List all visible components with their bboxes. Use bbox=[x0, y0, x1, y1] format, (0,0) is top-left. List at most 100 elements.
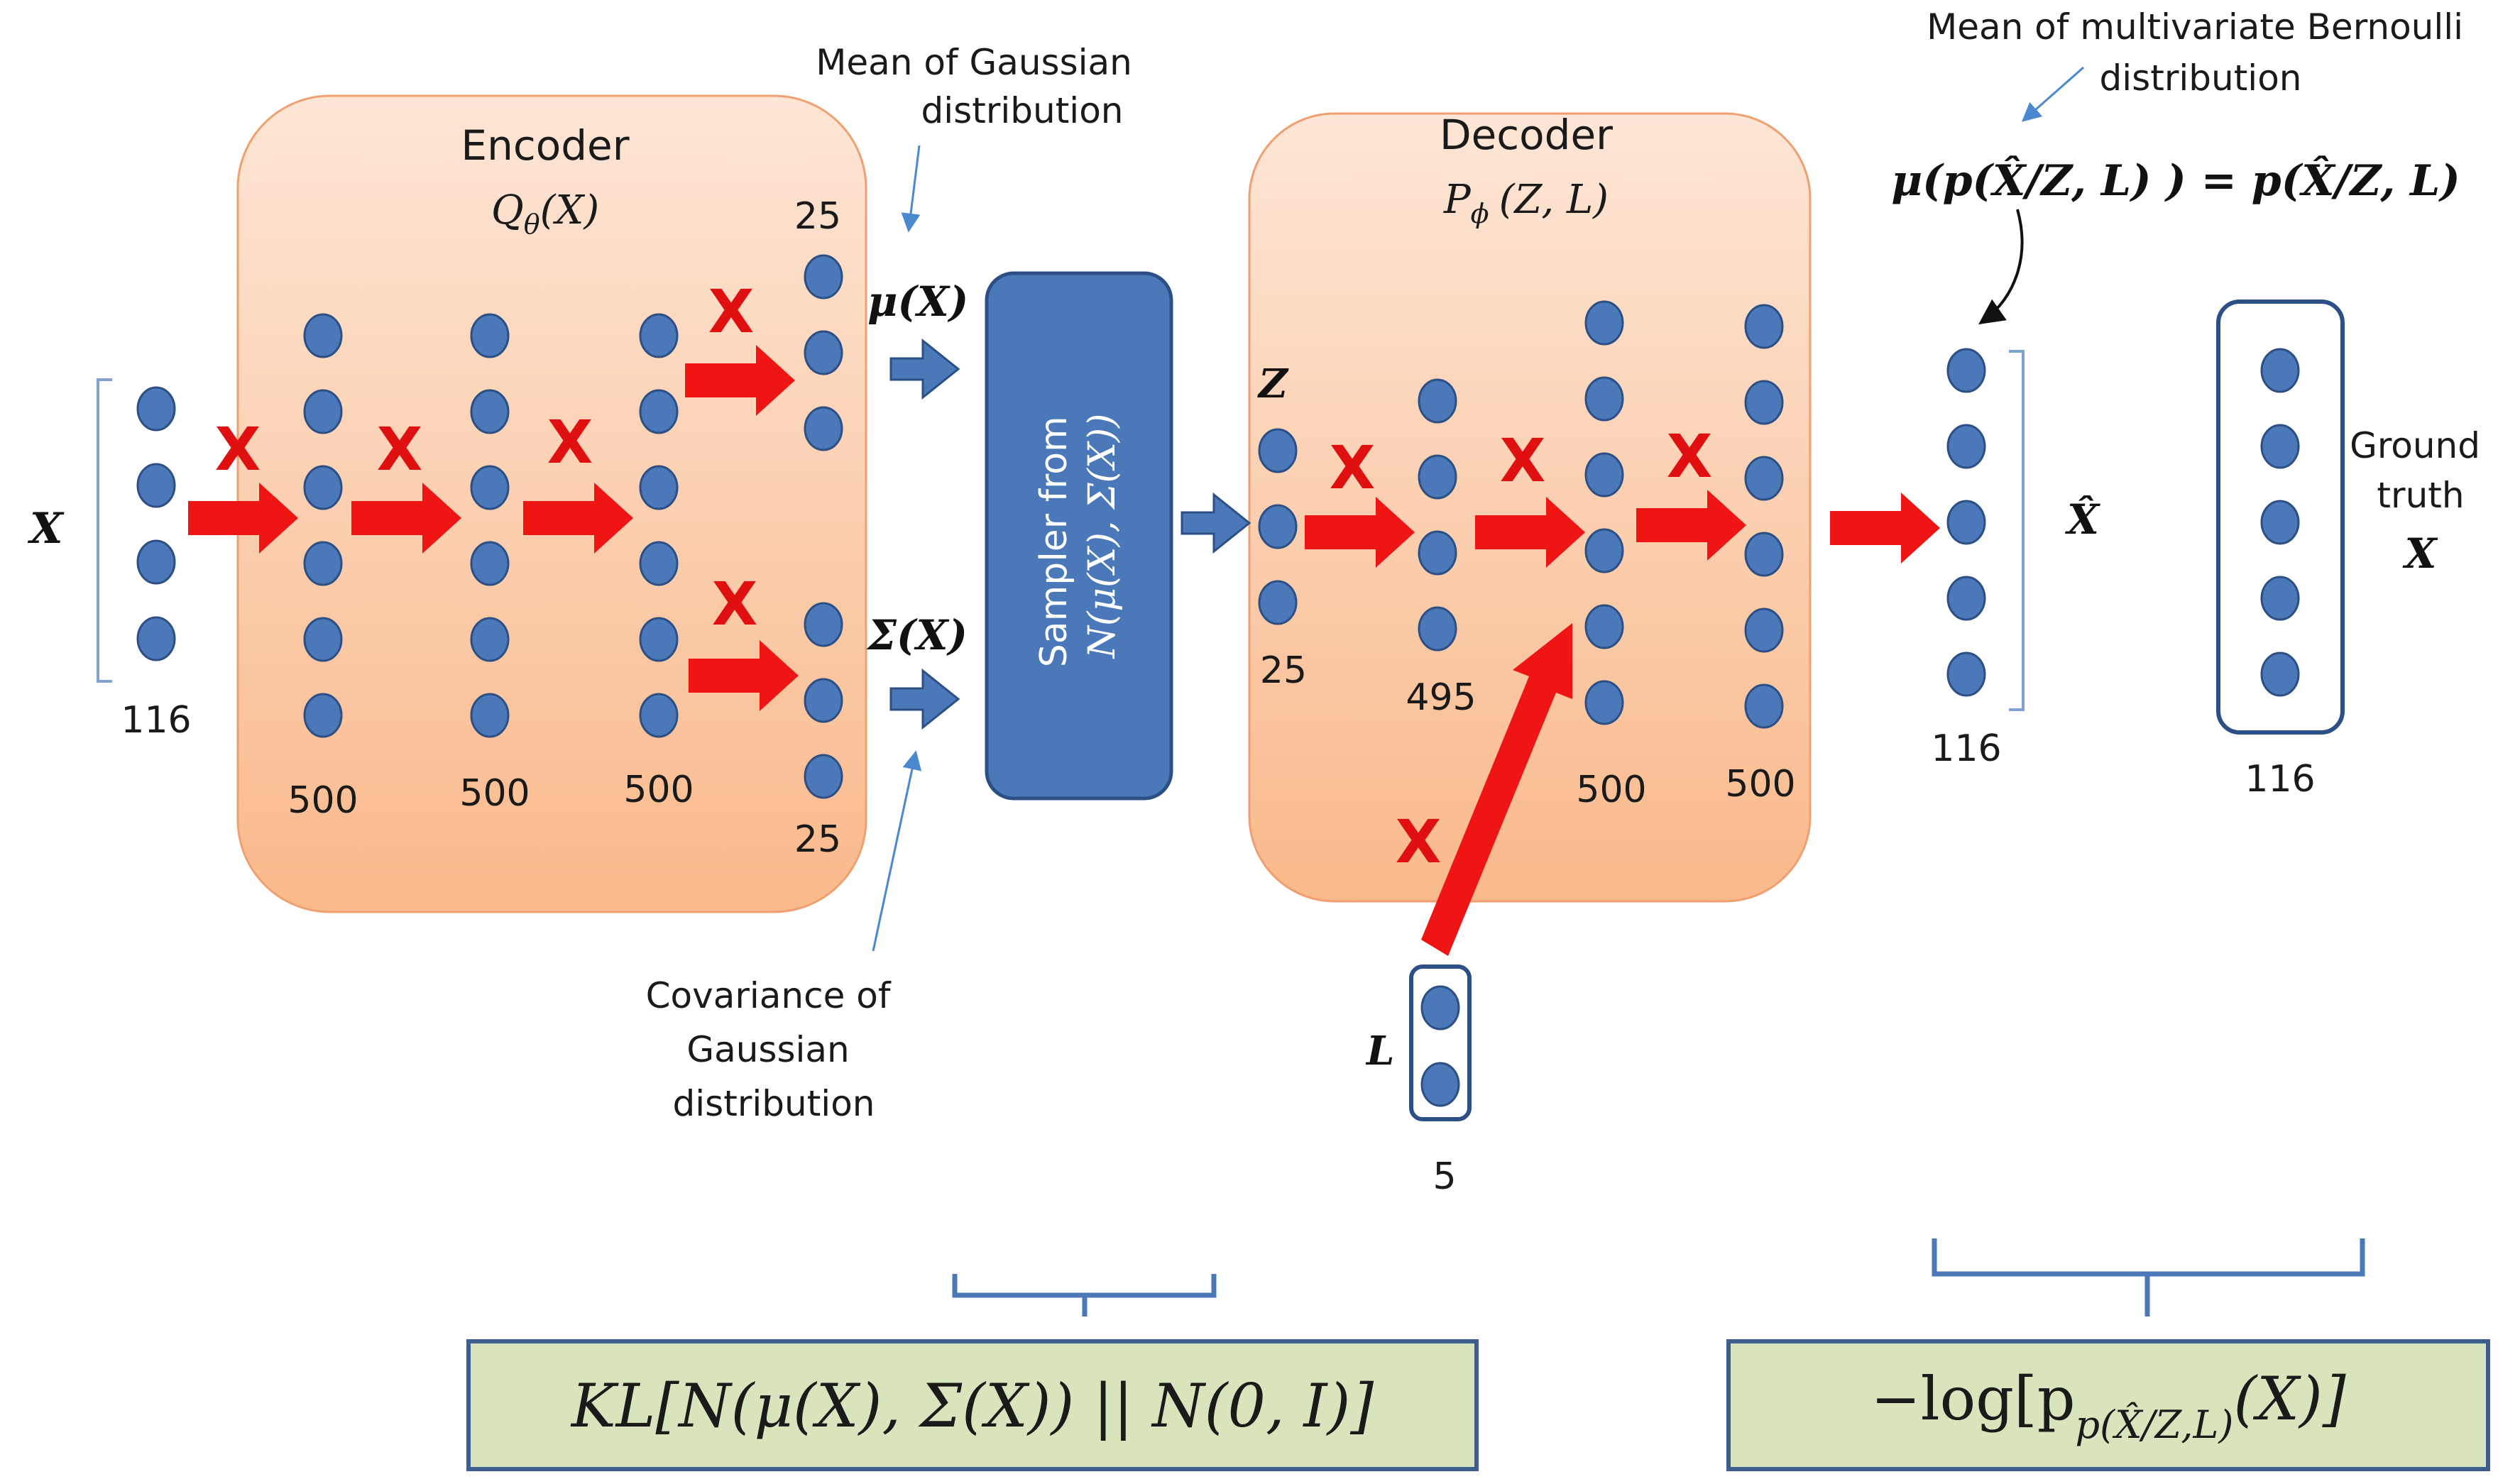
covariance-gaussian-note: Covariance of Gaussian distribution bbox=[646, 975, 902, 1124]
node bbox=[1744, 608, 1784, 653]
ground-truth-label: Ground truth bbox=[2350, 425, 2492, 516]
ground-truth-nodes bbox=[2260, 348, 2300, 697]
input-x-label: X bbox=[27, 504, 65, 554]
node bbox=[1584, 376, 1624, 422]
red-arrow bbox=[1475, 497, 1585, 568]
encoder-layer-1-size: 500 bbox=[287, 779, 358, 822]
node bbox=[303, 693, 343, 738]
sampler-label: Sampler from N(μ(X), Σ(X)) bbox=[1033, 405, 1124, 667]
encoder-layer-2 bbox=[470, 313, 510, 738]
node bbox=[1946, 500, 1986, 545]
kl-loss-box bbox=[466, 1339, 1479, 1471]
dropout-mark: X bbox=[708, 277, 755, 346]
sigma-layer bbox=[804, 602, 843, 799]
z-size: 25 bbox=[1260, 649, 1307, 692]
red-arrow bbox=[1636, 490, 1746, 561]
input-bracket bbox=[97, 378, 112, 683]
encoder-layer-1 bbox=[303, 313, 343, 738]
l-label: L bbox=[1365, 1028, 1394, 1074]
ground-truth-x: X bbox=[2401, 529, 2438, 578]
node bbox=[1584, 528, 1624, 573]
node bbox=[639, 693, 679, 738]
mean-gaussian-pointer bbox=[901, 145, 921, 233]
input-nodes bbox=[136, 386, 176, 661]
node bbox=[804, 602, 843, 647]
decoder-layer-3-size: 500 bbox=[1725, 763, 1795, 806]
bernoulli-formula: μ(p(X̂/Z, L) ) = p(X̂/Z, L) bbox=[1891, 155, 2460, 206]
decoder-function: Pϕ(Z, L) bbox=[1443, 177, 1609, 229]
node bbox=[804, 678, 843, 723]
mu-label: μ(X) bbox=[867, 277, 968, 326]
node bbox=[639, 617, 679, 662]
node bbox=[1258, 580, 1298, 625]
decoder-layer-3 bbox=[1744, 304, 1784, 729]
node bbox=[804, 754, 843, 799]
node bbox=[1744, 380, 1784, 425]
node bbox=[1744, 456, 1784, 501]
node bbox=[804, 254, 843, 299]
node bbox=[1258, 504, 1298, 549]
node bbox=[136, 386, 176, 432]
mean-bernoulli-note: Mean of multivariate Bernoulli distribut… bbox=[1927, 6, 2475, 99]
node bbox=[470, 617, 510, 662]
node bbox=[639, 389, 679, 434]
node bbox=[1946, 576, 1986, 621]
red-arrow-from-l bbox=[1421, 623, 1572, 956]
node bbox=[470, 465, 510, 510]
node bbox=[1584, 604, 1624, 649]
node bbox=[470, 313, 510, 358]
output-label: X̂ bbox=[2064, 495, 2100, 544]
formula-pointer bbox=[1978, 209, 2024, 325]
node bbox=[1420, 1062, 1460, 1107]
node bbox=[2260, 348, 2300, 393]
node bbox=[1744, 304, 1784, 349]
node bbox=[2260, 500, 2300, 545]
covariance-gaussian-pointer bbox=[872, 750, 922, 952]
mu-size: 25 bbox=[794, 195, 841, 238]
kl-brace bbox=[952, 1274, 1217, 1317]
node bbox=[1418, 378, 1457, 424]
red-arrow bbox=[685, 345, 795, 416]
node bbox=[1946, 652, 1986, 697]
input-size: 116 bbox=[121, 699, 191, 742]
encoder-layer-3-size: 500 bbox=[623, 769, 694, 811]
mean-bernoulli-pointer bbox=[2021, 66, 2084, 122]
node bbox=[1744, 683, 1784, 729]
node bbox=[1744, 532, 1784, 577]
node bbox=[639, 541, 679, 586]
node bbox=[303, 389, 343, 434]
red-arrow bbox=[523, 483, 633, 554]
decoder-title: Decoder bbox=[1440, 111, 1613, 159]
red-arrow bbox=[689, 640, 799, 711]
node bbox=[1946, 348, 1986, 393]
decoder-layer-2 bbox=[1584, 300, 1624, 725]
decoder-box bbox=[1248, 112, 1812, 903]
node bbox=[136, 616, 176, 661]
output-layer bbox=[1946, 348, 1986, 697]
node bbox=[303, 465, 343, 510]
recon-loss-box bbox=[1726, 1339, 2490, 1471]
node bbox=[1258, 428, 1298, 473]
l-size: 5 bbox=[1432, 1155, 1456, 1198]
dropout-mark: X bbox=[1500, 426, 1546, 495]
dropout-mark: X bbox=[377, 414, 423, 484]
output-size: 116 bbox=[1931, 727, 2001, 770]
node bbox=[2260, 576, 2300, 621]
dropout-mark: X bbox=[1667, 422, 1713, 491]
node bbox=[303, 541, 343, 586]
encoder-layer-3 bbox=[639, 313, 679, 738]
node bbox=[470, 541, 510, 586]
node bbox=[804, 406, 843, 451]
red-arrow bbox=[351, 483, 461, 554]
sigma-label: Σ(X) bbox=[866, 611, 968, 659]
dropout-mark: X bbox=[547, 407, 593, 477]
node bbox=[303, 617, 343, 662]
red-arrow bbox=[1305, 497, 1415, 568]
node bbox=[2260, 652, 2300, 697]
recon-brace bbox=[1932, 1238, 2365, 1317]
node bbox=[470, 389, 510, 434]
encoder-function: Qθ(X) bbox=[491, 187, 599, 240]
recon-loss-formula: −log[pp(X̂/Z,L)(X)] bbox=[1870, 1364, 2345, 1447]
sigma-size: 25 bbox=[794, 818, 841, 861]
node bbox=[2260, 424, 2300, 469]
